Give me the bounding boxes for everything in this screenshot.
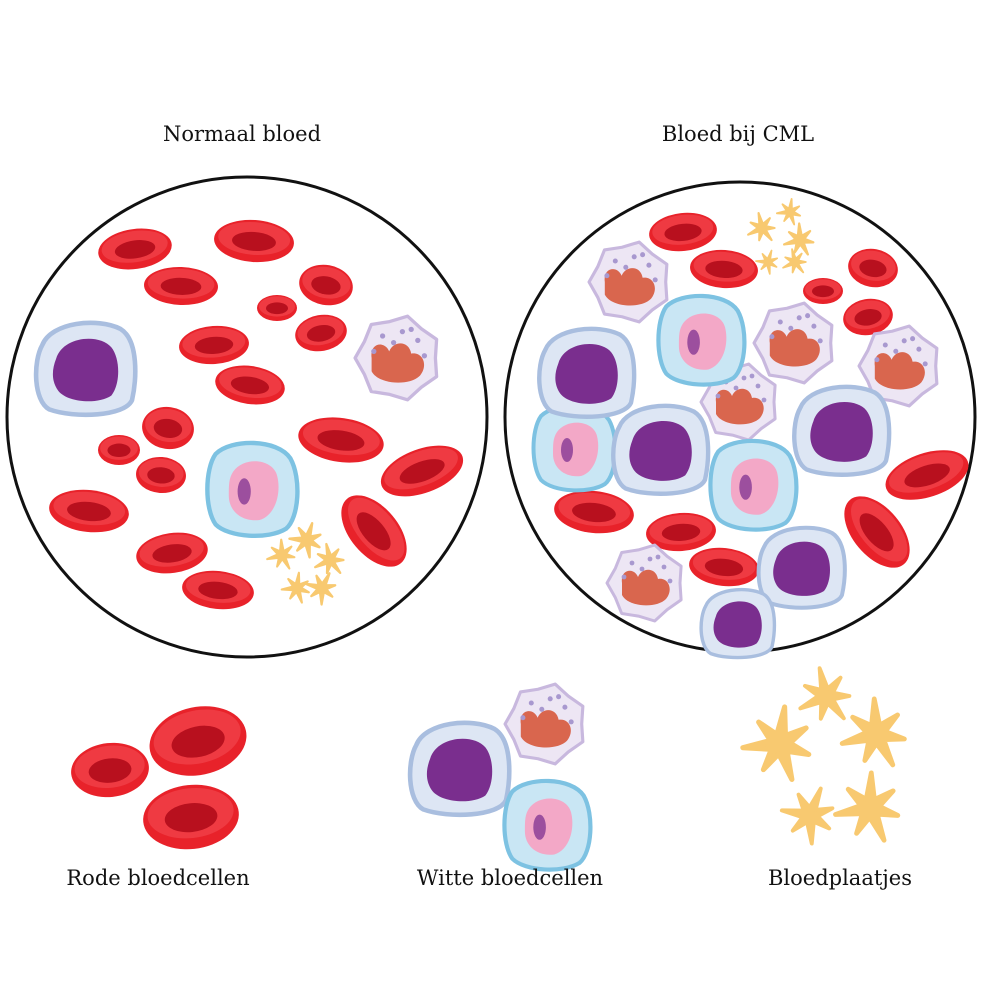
- red-blood-cell: [179, 325, 249, 365]
- red-blood-cell: [803, 278, 843, 304]
- lymphocyte: [708, 438, 799, 532]
- granulocyte: [752, 301, 834, 385]
- legend-label-platelets: Bloedplaatjes: [767, 866, 913, 890]
- platelet: [314, 542, 345, 575]
- red-blood-cell: [257, 295, 297, 321]
- granulocyte: [587, 240, 669, 324]
- legend-red-blood-cell: [143, 784, 239, 850]
- red-blood-cell: [136, 532, 208, 574]
- red-blood-cell: [298, 417, 384, 463]
- legend-lymphocyte: [502, 778, 593, 872]
- red-blood-cell: [182, 570, 254, 610]
- cells-layer: [33, 198, 969, 872]
- red-blood-cell: [380, 445, 464, 497]
- red-blood-cell: [98, 228, 172, 270]
- red-blood-cell: [214, 219, 294, 263]
- red-blood-cell: [215, 365, 285, 405]
- red-blood-cell: [136, 456, 186, 494]
- legend-granulocyte: [503, 682, 585, 766]
- lymphocyte: [656, 293, 747, 387]
- red-blood-cell: [299, 264, 353, 306]
- platelet: [288, 522, 322, 559]
- red-blood-cell: [144, 266, 218, 306]
- platelet: [304, 572, 337, 606]
- platelet: [782, 248, 807, 274]
- red-blood-cell: [844, 496, 910, 568]
- granulocyte: [353, 314, 439, 402]
- legend-platelet: [833, 770, 901, 843]
- title-normal-blood: Normaal bloed: [162, 122, 322, 146]
- red-blood-cell: [646, 512, 716, 552]
- monocyte: [699, 587, 777, 660]
- red-blood-cell: [649, 212, 717, 252]
- platelet: [783, 222, 815, 256]
- legend-red-blood-cell: [149, 706, 247, 776]
- red-blood-cell: [690, 249, 758, 289]
- legend-red-blood-cell: [71, 742, 149, 798]
- platelet: [775, 198, 802, 226]
- red-blood-cell: [341, 495, 407, 567]
- red-blood-cell: [98, 435, 140, 465]
- title-cml-blood: Bloed bij CML: [661, 122, 815, 146]
- lymphocyte: [531, 404, 618, 493]
- red-blood-cell: [49, 489, 129, 533]
- monocyte: [33, 320, 138, 418]
- legend-monocyte: [407, 720, 512, 818]
- monocyte: [537, 326, 637, 419]
- red-blood-cell: [885, 450, 969, 500]
- legend-platelet: [740, 704, 812, 782]
- legend-label-white-cells: Witte bloedcellen: [416, 866, 604, 890]
- platelet: [747, 211, 776, 242]
- granulocyte: [605, 543, 683, 623]
- lymphocyte: [205, 440, 300, 539]
- legend-platelet: [839, 696, 907, 768]
- red-blood-cell: [295, 314, 347, 352]
- red-blood-cell: [848, 248, 898, 288]
- platelet: [280, 571, 310, 604]
- monocyte: [611, 403, 711, 496]
- platelet: [266, 538, 296, 570]
- red-blood-cell: [689, 547, 759, 587]
- monocyte: [756, 525, 847, 610]
- platelet: [755, 249, 779, 275]
- legend-platelet: [798, 666, 852, 721]
- legend-platelet: [779, 786, 835, 846]
- red-blood-cell: [142, 406, 194, 450]
- granulocyte: [857, 324, 939, 408]
- red-blood-cell: [843, 298, 893, 336]
- legend-label-red-cells: Rode bloedcellen: [66, 866, 250, 890]
- monocyte: [792, 384, 892, 477]
- red-blood-cell: [554, 490, 634, 534]
